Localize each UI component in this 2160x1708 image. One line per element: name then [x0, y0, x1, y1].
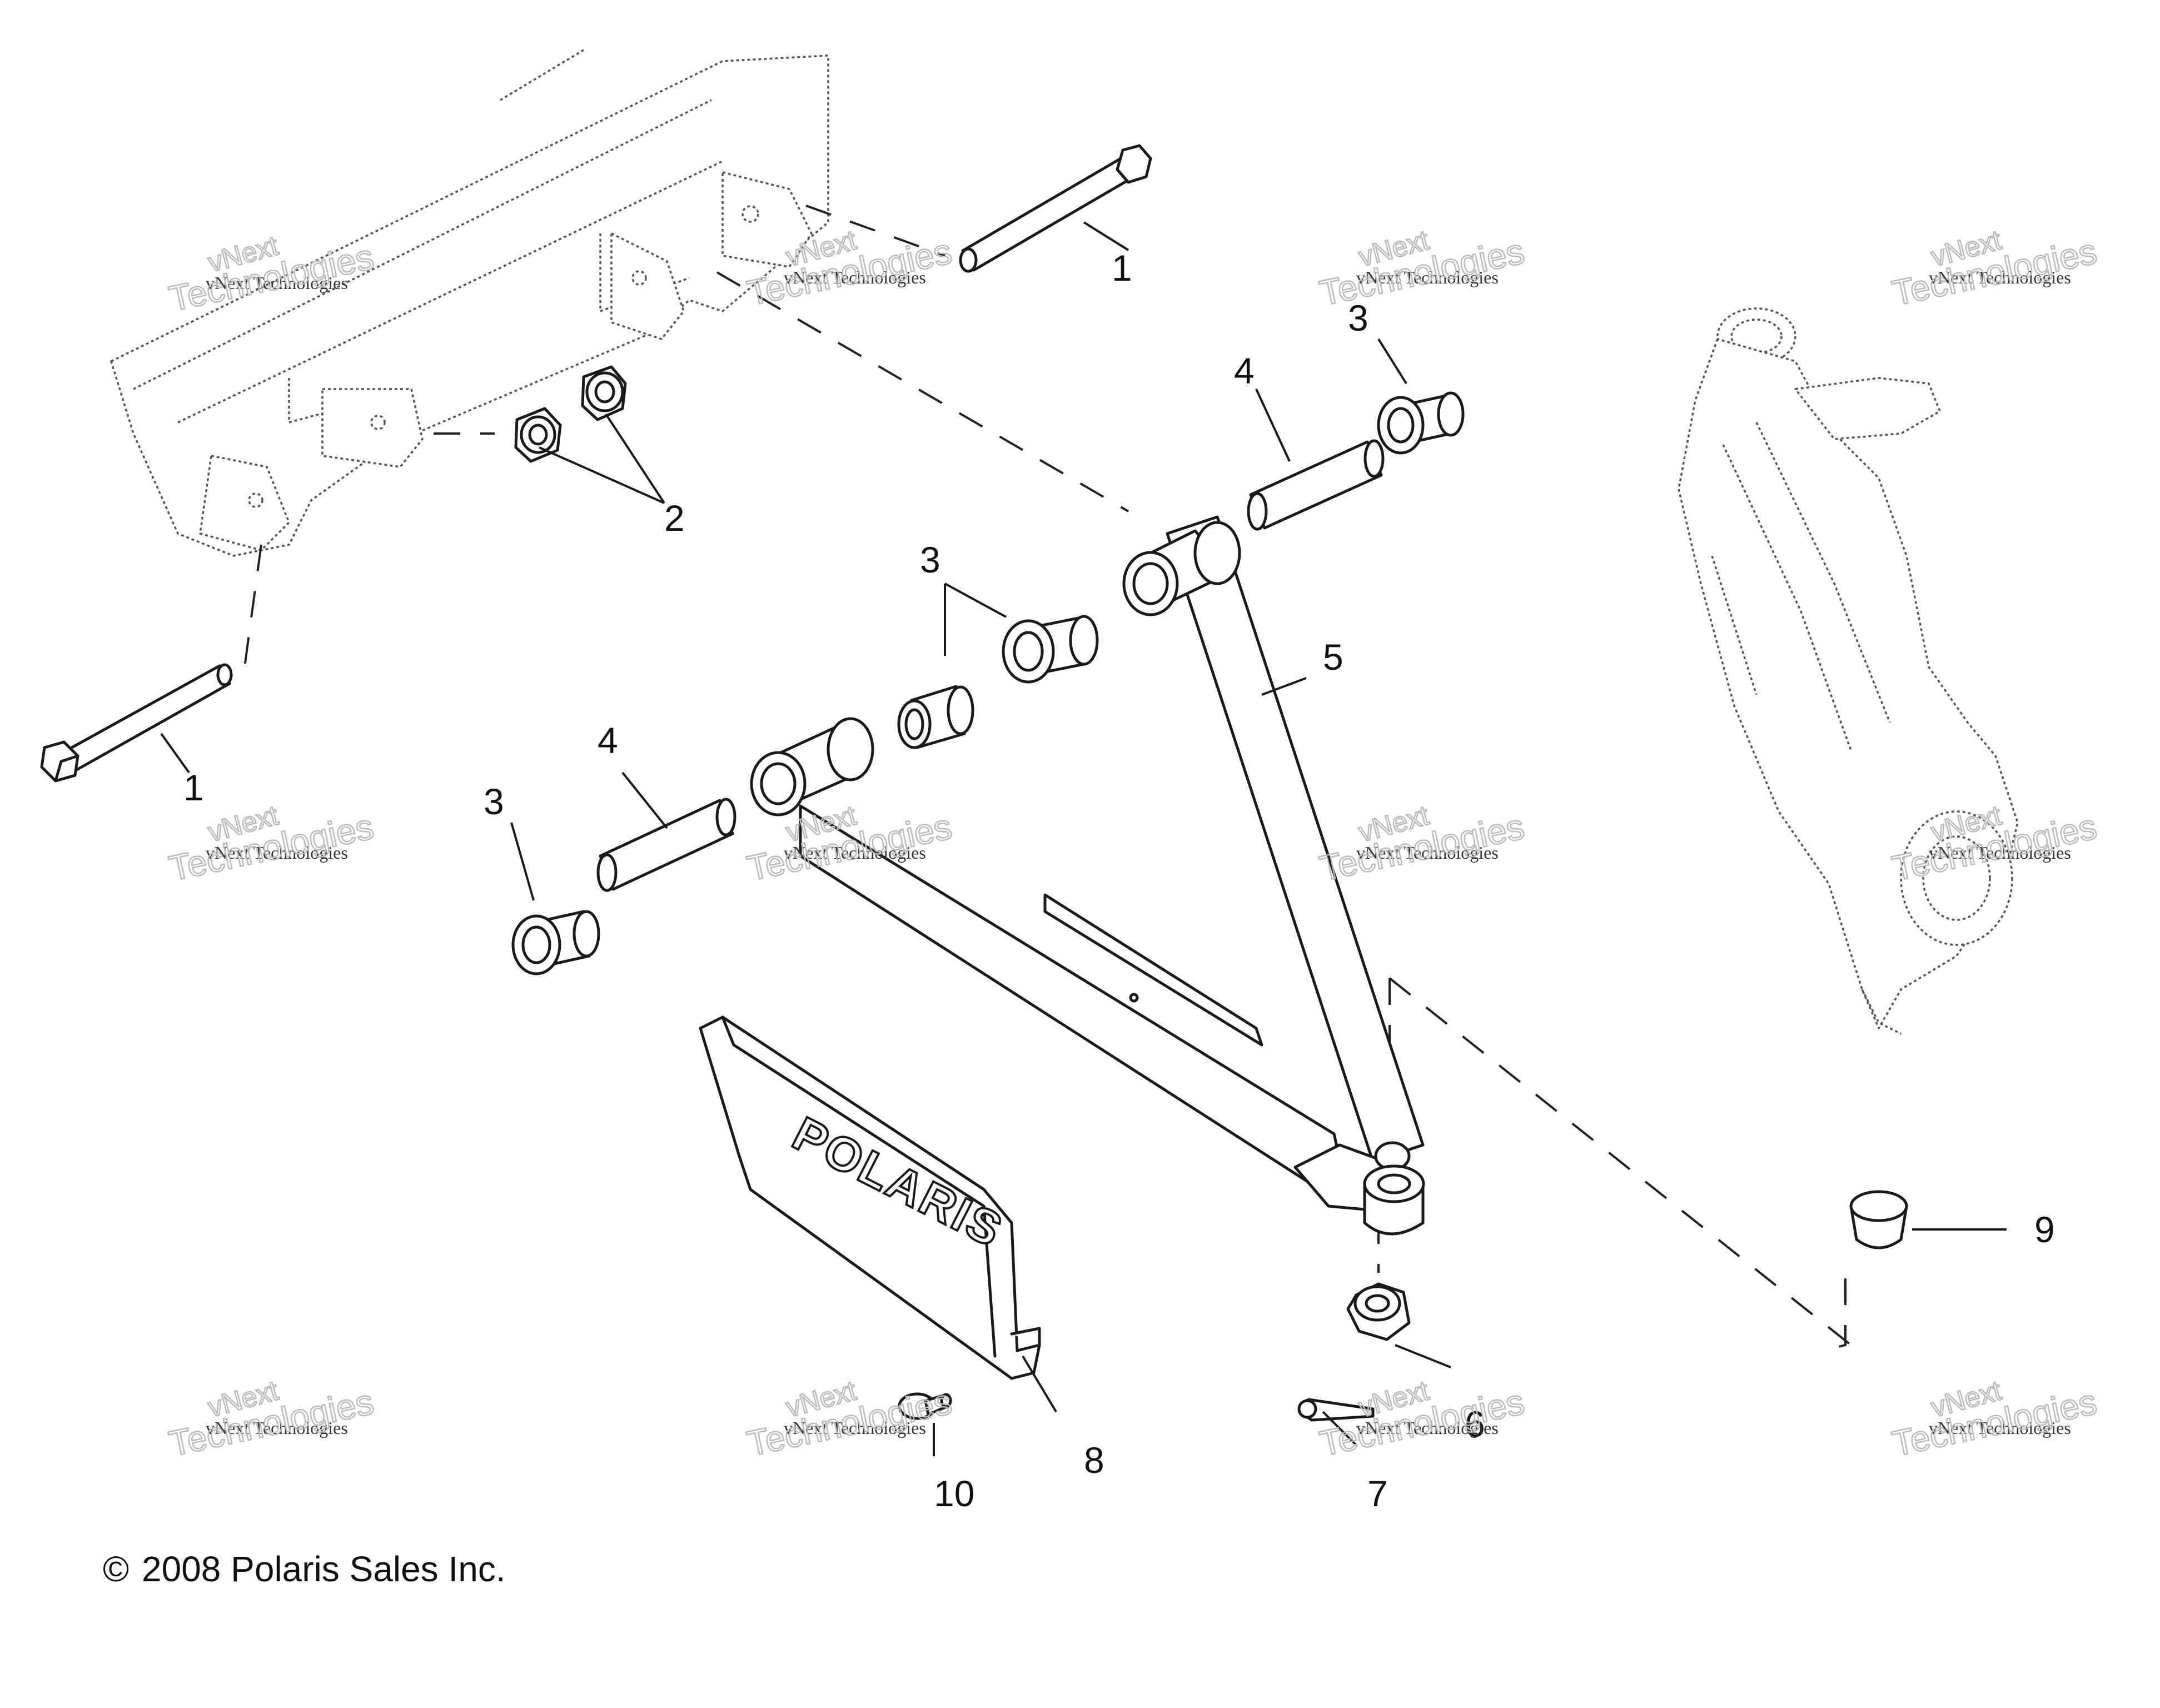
- steering-knuckle-outline: [1678, 307, 2019, 1035]
- watermark-r1c3: vNext vNext Technologies Technologies: [1316, 223, 1529, 314]
- watermark-small: vNext Technologies: [206, 1418, 348, 1438]
- skid-guard[interactable]: POLARIS: [699, 1015, 1041, 1380]
- watermark-small: vNext Technologies: [784, 267, 926, 287]
- callout-3-lower-left: 3: [484, 781, 504, 822]
- watermark-r2c3: vNext vNext Technologies Technologies: [1316, 799, 1529, 889]
- leader-lines: [160, 221, 2007, 1456]
- nut-lower[interactable]: [514, 407, 562, 463]
- watermark-small: vNext Technologies: [784, 1418, 926, 1438]
- watermark-r1c4: vNext vNext Technologies Technologies: [1888, 223, 2101, 314]
- callout-6: 6: [1465, 1403, 1485, 1445]
- callout-4-upper: 4: [1234, 350, 1255, 391]
- watermark-small: vNext Technologies: [206, 273, 348, 293]
- bolt-upper[interactable]: [959, 144, 1152, 273]
- callout-5: 5: [1323, 636, 1343, 678]
- callout-7: 7: [1367, 1473, 1388, 1514]
- watermark-small: vNext Technologies: [1356, 267, 1499, 287]
- watermark-small: vNext Technologies: [1929, 267, 2071, 287]
- callout-3-upper-right: 3: [1348, 297, 1368, 338]
- rivet[interactable]: [898, 1392, 952, 1420]
- watermark-small: vNext Technologies: [1356, 1418, 1499, 1438]
- watermark-small: vNext Technologies: [784, 843, 926, 863]
- watermark-r3c3: vNext vNext Technologies Technologies: [1316, 1374, 1529, 1465]
- sleeve-upper[interactable]: [1247, 439, 1385, 531]
- sleeve-lower[interactable]: [596, 798, 736, 892]
- watermark-small: vNext Technologies: [206, 843, 348, 863]
- bushing-middle-upper[interactable]: [1002, 615, 1099, 684]
- watermark-r3c4: vNext vNext Technologies Technologies: [1888, 1374, 2101, 1465]
- dust-cap[interactable]: [1849, 1190, 1908, 1249]
- bushing-middle-lower[interactable]: [897, 685, 974, 749]
- watermark-small: vNext Technologies: [1929, 1418, 2071, 1438]
- watermark-small: vNext Technologies: [1929, 843, 2071, 863]
- watermark-small: vNext Technologies: [1356, 843, 1499, 863]
- assembly-lines: [243, 205, 1852, 1352]
- bushing-lower-left[interactable]: [511, 910, 600, 975]
- callout-2: 2: [664, 497, 685, 539]
- callout-1-upper: 1: [1112, 247, 1132, 288]
- bolt-lower[interactable]: [40, 663, 233, 783]
- callout-1-lower: 1: [183, 767, 204, 808]
- castle-nut[interactable]: [1346, 1282, 1411, 1341]
- frame-outline: [110, 49, 829, 557]
- bushing-upper-right[interactable]: [1377, 391, 1465, 455]
- callout-9: 9: [2034, 1209, 2055, 1250]
- watermark-r3c2: vNext vNext Technologies Technologies: [743, 1374, 956, 1465]
- a-arm[interactable]: [750, 515, 1425, 1236]
- callout-4-lower: 4: [598, 720, 618, 761]
- nut-upper[interactable]: [581, 365, 627, 421]
- callout-3-middle: 3: [920, 539, 940, 580]
- cotter-pin[interactable]: [1297, 1398, 1375, 1422]
- watermark-r2c1: vNext vNext Technologies Technologies: [165, 799, 378, 889]
- copyright-symbol: ©: [103, 1549, 129, 1589]
- callout-10: 10: [934, 1473, 974, 1514]
- watermark-r3c1: vNext vNext Technologies Technologies: [165, 1374, 378, 1465]
- copyright-notice: © 2008 Polaris Sales Inc.: [103, 1549, 506, 1589]
- callout-labels: 1 1 2 3 3 3 4 4 5 6 7 8 9 10: [183, 247, 2055, 1514]
- callout-8: 8: [1084, 1440, 1104, 1481]
- copyright-text: 2008 Polaris Sales Inc.: [142, 1549, 506, 1589]
